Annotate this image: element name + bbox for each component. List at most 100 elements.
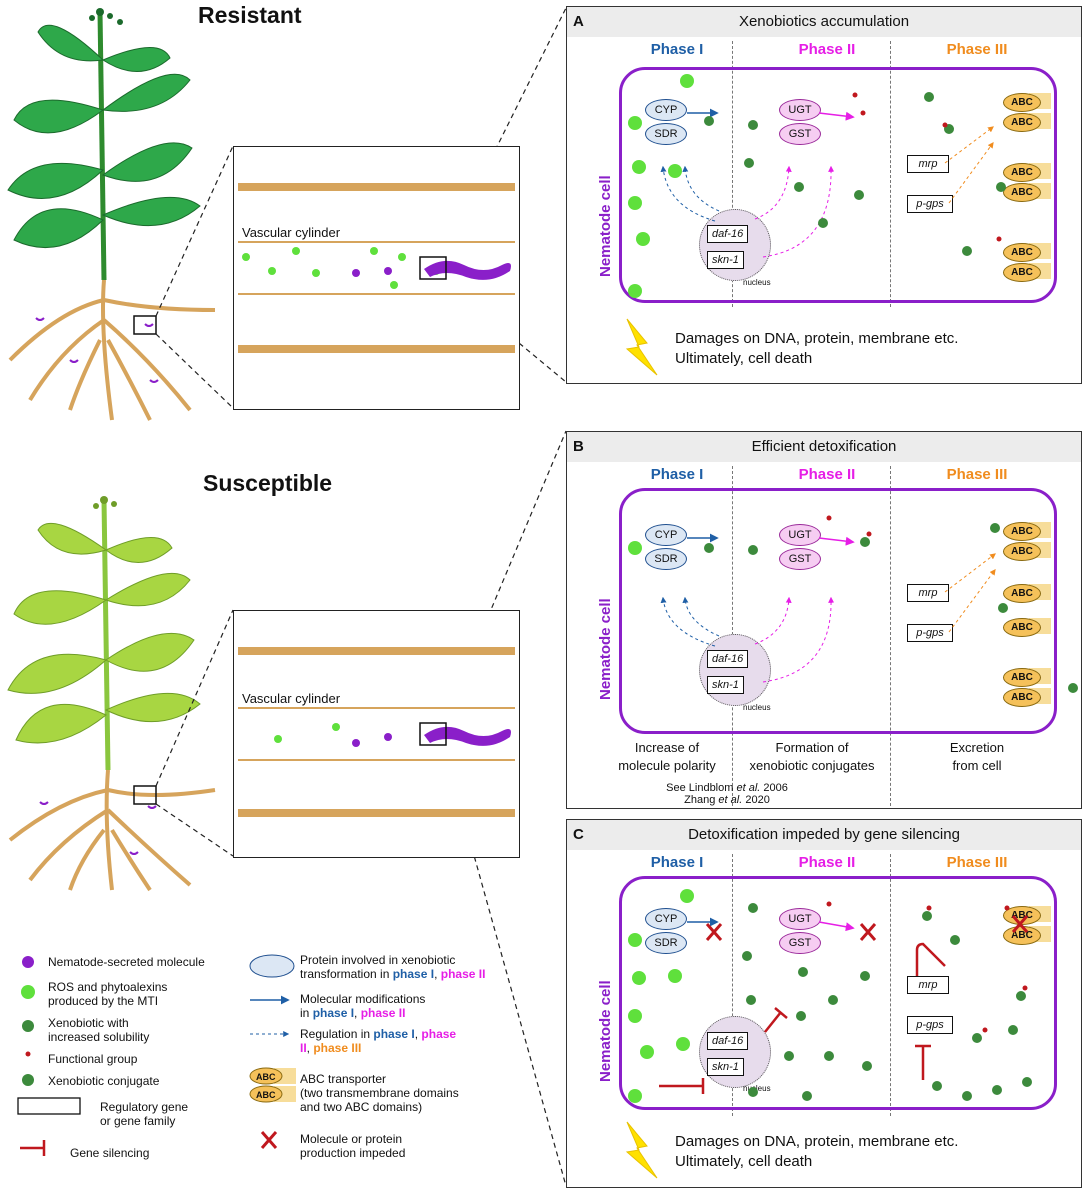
abc-transporter: ABC xyxy=(1003,668,1041,687)
legend-modif-2: in phase I, phase II xyxy=(300,1006,406,1020)
legend-reg-gene-2: or gene family xyxy=(100,1114,176,1128)
panel-c-title: Detoxification impeded by gene silencing xyxy=(567,820,1081,850)
nematode-cell xyxy=(619,488,1057,734)
gst-enzyme: GST xyxy=(779,123,821,145)
abc-transporter: ABC xyxy=(1003,688,1041,707)
legend-abc-3: and two ABC domains) xyxy=(300,1100,423,1114)
panel-b: Efficient detoxification B Phase I Phase… xyxy=(566,431,1082,809)
lightning-icon xyxy=(625,1121,658,1179)
panel-a: Xenobiotics accumulation A Phase I Phase… xyxy=(566,6,1082,384)
legend-nematode-molecule: Nematode-secreted molecule xyxy=(48,955,205,969)
regulatory-gene-icon xyxy=(17,1097,81,1115)
p-gps-gene: p-gps xyxy=(907,624,953,642)
gst-enzyme: GST xyxy=(779,932,821,954)
nucleus-label: nucleus xyxy=(743,278,771,287)
panel-b-title: Efficient detoxification xyxy=(567,432,1081,462)
nematode-cell xyxy=(619,876,1057,1110)
panel-c: Detoxification impeded by gene silencing… xyxy=(566,819,1082,1188)
damage-text-line2: Ultimately, cell death xyxy=(675,350,813,367)
nucleus xyxy=(699,634,771,706)
legend-ros-2: produced by the MTI xyxy=(48,994,159,1008)
legend-abc-label: ABC xyxy=(256,1090,276,1100)
cyp-enzyme: CYP xyxy=(645,99,687,121)
damage-text-line1: Damages on DNA, protein, membrane etc. xyxy=(675,330,959,347)
nematode-molecule-icon xyxy=(22,956,34,968)
gst-enzyme: GST xyxy=(779,548,821,570)
abc-transporter: ABC xyxy=(1003,618,1041,637)
legend-symbols-right xyxy=(249,954,296,1149)
phase-1-label: Phase I xyxy=(650,854,704,871)
vascular-cylinder-label: Vascular cylinder xyxy=(242,225,341,240)
phase-2-caption-2: xenobiotic conjugates xyxy=(749,758,875,773)
nematode-cell xyxy=(619,67,1057,303)
resistant-zoom-content xyxy=(242,247,511,289)
phase-1-label: Phase I xyxy=(650,41,704,58)
silencing-icon xyxy=(20,1140,46,1156)
reference-2: Zhang et al. 2020 xyxy=(684,794,770,806)
nucleus-label: nucleus xyxy=(743,703,771,712)
ugt-enzyme: UGT xyxy=(779,908,821,930)
impeded-x-icon xyxy=(260,1131,278,1149)
panel-c-arrows-molecules xyxy=(628,889,1032,1103)
abc-transporter: ABC xyxy=(1003,263,1041,282)
daf-16-gene: daf-16 xyxy=(707,225,749,243)
nucleus xyxy=(699,1016,771,1088)
abc-transporter: ABC xyxy=(1003,584,1041,603)
legend-impeded-1: Molecule or protein xyxy=(300,1132,403,1146)
abc-transporter: ABC xyxy=(1003,243,1041,262)
legend-reg-gene-1: Regulatory gene xyxy=(100,1100,189,1114)
abc-transporter: ABC xyxy=(1003,93,1041,112)
phase-2-label: Phase II xyxy=(798,854,856,871)
cyp-enzyme: CYP xyxy=(645,524,687,546)
legend-silencing: Gene silencing xyxy=(70,1146,150,1160)
p-gps-gene: p-gps xyxy=(907,1016,953,1034)
nucleus xyxy=(699,209,771,281)
vascular-cylinder-label: Vascular cylinder xyxy=(242,691,341,706)
phase-3-caption-2: from cell xyxy=(952,758,1002,773)
phase-1-label: Phase I xyxy=(650,466,704,483)
legend-impeded-2: production impeded xyxy=(300,1146,406,1160)
panel-a-title: Xenobiotics accumulation xyxy=(567,7,1081,37)
lightning-icon xyxy=(625,318,658,376)
mrp-gene: mrp xyxy=(907,155,949,173)
legend-reg-2: II, phase III xyxy=(300,1041,362,1055)
protein-icon xyxy=(249,954,295,978)
ugt-enzyme: UGT xyxy=(779,524,821,546)
legend-abc-2: (two transmembrane domains xyxy=(300,1086,459,1100)
legend-conjugate: Xenobiotic conjugate xyxy=(48,1074,160,1088)
panel-b-letter: B xyxy=(573,438,584,455)
phase-3-label: Phase III xyxy=(946,466,1008,483)
phase-2-label: Phase II xyxy=(798,41,856,58)
damage-text-line2: Ultimately, cell death xyxy=(675,1153,813,1170)
panel-c-letter: C xyxy=(573,826,584,843)
ros-icon xyxy=(21,985,35,999)
mrp-gene: mrp xyxy=(907,584,949,602)
p-gps-gene: p-gps xyxy=(907,195,953,213)
resistant-zoom-box: Vascular cylinder xyxy=(233,146,520,410)
skn-1-gene: skn-1 xyxy=(707,251,744,269)
phase-3-label: Phase III xyxy=(946,41,1008,58)
phase-3-caption-1: Excretion xyxy=(949,740,1005,755)
xenobiotic-icon xyxy=(22,1020,34,1032)
resistant-title: Resistant xyxy=(198,2,302,28)
phase-1-caption-1: Increase of xyxy=(634,740,700,755)
legend-functional-group: Functional group xyxy=(48,1052,138,1066)
abc-transporter: ABC xyxy=(1003,542,1041,561)
reference-1: See Lindblom et al. 2006 xyxy=(666,782,788,794)
susceptible-title: Susceptible xyxy=(203,470,333,496)
sdr-enzyme: SDR xyxy=(645,932,687,954)
phase-3-label: Phase III xyxy=(946,854,1008,871)
legend-reg-1: Regulation in phase I, phase xyxy=(300,1027,457,1041)
abc-transporter: ABC xyxy=(1003,163,1041,182)
legend-abc-1: ABC transporter xyxy=(300,1072,387,1086)
conjugate-icon xyxy=(22,1074,34,1086)
sdr-enzyme: SDR xyxy=(645,548,687,570)
nucleus-label: nucleus xyxy=(743,1084,771,1093)
sdr-enzyme: SDR xyxy=(645,123,687,145)
phase-2-label: Phase II xyxy=(798,466,856,483)
functional-group-icon xyxy=(25,1051,31,1057)
susceptible-plant-illustration xyxy=(7,496,216,892)
abc-transporter: ABC xyxy=(1003,522,1041,541)
legend-abc-label: ABC xyxy=(256,1072,276,1082)
daf-16-gene: daf-16 xyxy=(707,650,749,668)
